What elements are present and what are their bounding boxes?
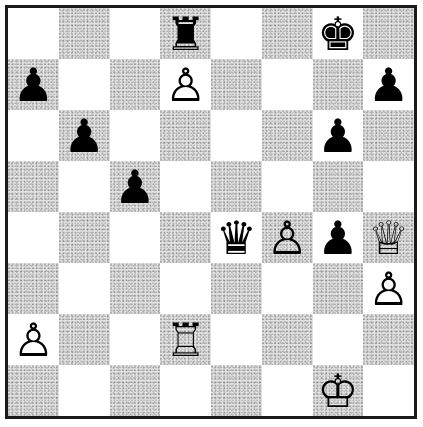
chessboard-frame: ♜♚♟♙♟♟♟♟♛♙♟♕♙♙♖♔ (5, 5, 417, 419)
square-b1[interactable] (59, 365, 110, 416)
white-queen-icon[interactable]: ♕ (368, 215, 409, 261)
black-pawn-icon[interactable]: ♟ (13, 62, 54, 108)
square-g2[interactable] (313, 314, 364, 365)
square-a2[interactable]: ♙ (8, 314, 59, 365)
square-h8[interactable] (363, 8, 414, 59)
square-e3[interactable] (211, 263, 262, 314)
black-pawn-icon[interactable]: ♟ (114, 164, 155, 210)
square-c5[interactable]: ♟ (110, 161, 161, 212)
square-f1[interactable] (262, 365, 313, 416)
square-f2[interactable] (262, 314, 313, 365)
square-a8[interactable] (8, 8, 59, 59)
square-g6[interactable]: ♟ (313, 110, 364, 161)
square-f3[interactable] (262, 263, 313, 314)
square-c1[interactable] (110, 365, 161, 416)
square-c6[interactable] (110, 110, 161, 161)
square-b5[interactable] (59, 161, 110, 212)
chessboard: ♜♚♟♙♟♟♟♟♛♙♟♕♙♙♖♔ (8, 8, 414, 416)
square-b4[interactable] (59, 212, 110, 263)
square-e7[interactable] (211, 59, 262, 110)
square-f8[interactable] (262, 8, 313, 59)
square-g4[interactable]: ♟ (313, 212, 364, 263)
square-d1[interactable] (160, 365, 211, 416)
white-rook-icon[interactable]: ♖ (165, 317, 206, 363)
white-pawn-icon[interactable]: ♙ (13, 317, 54, 363)
square-d4[interactable] (160, 212, 211, 263)
square-e6[interactable] (211, 110, 262, 161)
square-c4[interactable] (110, 212, 161, 263)
square-a4[interactable] (8, 212, 59, 263)
square-h6[interactable] (363, 110, 414, 161)
square-h5[interactable] (363, 161, 414, 212)
square-b3[interactable] (59, 263, 110, 314)
square-b8[interactable] (59, 8, 110, 59)
square-c8[interactable] (110, 8, 161, 59)
square-h1[interactable] (363, 365, 414, 416)
square-f6[interactable] (262, 110, 313, 161)
square-e2[interactable] (211, 314, 262, 365)
white-pawn-icon[interactable]: ♙ (368, 266, 409, 312)
white-pawn-icon[interactable]: ♙ (165, 62, 206, 108)
square-g7[interactable] (313, 59, 364, 110)
square-a7[interactable]: ♟ (8, 59, 59, 110)
black-queen-icon[interactable]: ♛ (216, 215, 257, 261)
square-d3[interactable] (160, 263, 211, 314)
square-d2[interactable]: ♖ (160, 314, 211, 365)
square-g3[interactable] (313, 263, 364, 314)
black-pawn-icon[interactable]: ♟ (368, 62, 409, 108)
square-d7[interactable]: ♙ (160, 59, 211, 110)
square-e1[interactable] (211, 365, 262, 416)
square-h2[interactable] (363, 314, 414, 365)
square-c3[interactable] (110, 263, 161, 314)
square-h7[interactable]: ♟ (363, 59, 414, 110)
white-king-icon[interactable]: ♔ (317, 368, 358, 414)
square-g1[interactable]: ♔ (313, 365, 364, 416)
square-d5[interactable] (160, 161, 211, 212)
square-f4[interactable]: ♙ (262, 212, 313, 263)
square-h4[interactable]: ♕ (363, 212, 414, 263)
square-a5[interactable] (8, 161, 59, 212)
white-pawn-icon[interactable]: ♙ (267, 215, 308, 261)
square-f7[interactable] (262, 59, 313, 110)
square-d6[interactable] (160, 110, 211, 161)
black-king-icon[interactable]: ♚ (317, 11, 358, 57)
black-pawn-icon[interactable]: ♟ (317, 113, 358, 159)
square-a3[interactable] (8, 263, 59, 314)
square-g5[interactable] (313, 161, 364, 212)
black-pawn-icon[interactable]: ♟ (64, 113, 105, 159)
square-e8[interactable] (211, 8, 262, 59)
square-g8[interactable]: ♚ (313, 8, 364, 59)
square-b2[interactable] (59, 314, 110, 365)
square-c7[interactable] (110, 59, 161, 110)
square-h3[interactable]: ♙ (363, 263, 414, 314)
square-b6[interactable]: ♟ (59, 110, 110, 161)
square-b7[interactable] (59, 59, 110, 110)
square-d8[interactable]: ♜ (160, 8, 211, 59)
black-pawn-icon[interactable]: ♟ (317, 215, 358, 261)
square-a1[interactable] (8, 365, 59, 416)
black-rook-icon[interactable]: ♜ (165, 11, 206, 57)
square-e5[interactable] (211, 161, 262, 212)
square-f5[interactable] (262, 161, 313, 212)
square-c2[interactable] (110, 314, 161, 365)
square-e4[interactable]: ♛ (211, 212, 262, 263)
square-a6[interactable] (8, 110, 59, 161)
